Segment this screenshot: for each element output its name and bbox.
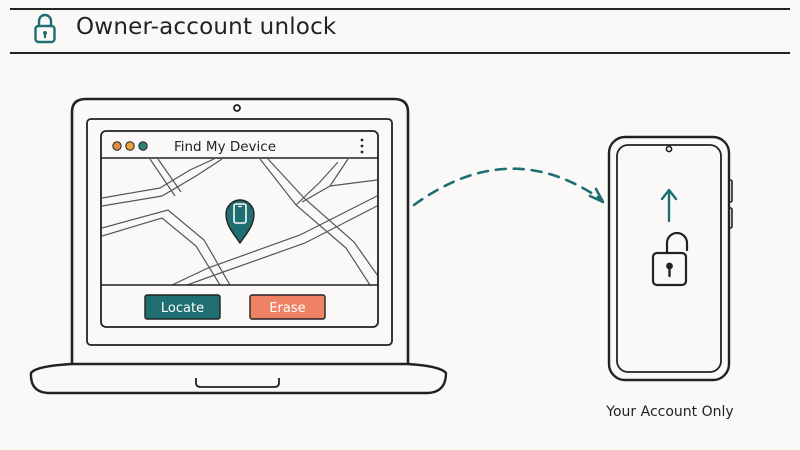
phone-side-button-lower (728, 207, 733, 229)
phone-camera (665, 145, 673, 153)
dashed-connector-arrow (412, 167, 605, 207)
app-title: Find My Device (174, 139, 276, 155)
laptop-screen-bezel (70, 97, 410, 364)
map-area[interactable] (101, 159, 378, 289)
phone-side-button-upper (728, 179, 733, 203)
window-close-dot[interactable] (112, 141, 122, 151)
laptop-base (29, 362, 448, 395)
arrow-up-icon (660, 188, 678, 223)
phone: Your Account Only (605, 135, 734, 420)
header-bottom-rule (10, 52, 790, 54)
page-title: Owner-account unlock (76, 14, 337, 40)
phone-location-pin-icon[interactable] (225, 199, 255, 245)
laptop-camera (233, 104, 241, 112)
phone-caption: Your Account Only (605, 404, 733, 420)
kebab-menu-icon[interactable] (360, 138, 364, 154)
app-window: Find My Device (100, 130, 379, 328)
erase-button[interactable]: Erase (249, 294, 326, 320)
erase-button-label: Erase (269, 301, 305, 316)
locate-button-label: Locate (161, 301, 204, 316)
unlocked-padlock-icon (651, 231, 689, 287)
window-maximize-dot[interactable] (138, 141, 148, 151)
padlock-icon (34, 13, 56, 44)
window-minimize-dot[interactable] (125, 141, 135, 151)
header-top-rule (10, 8, 790, 10)
map-roads (102, 159, 377, 285)
locate-button[interactable]: Locate (144, 294, 221, 320)
laptop-trackpad-notch (195, 378, 280, 388)
